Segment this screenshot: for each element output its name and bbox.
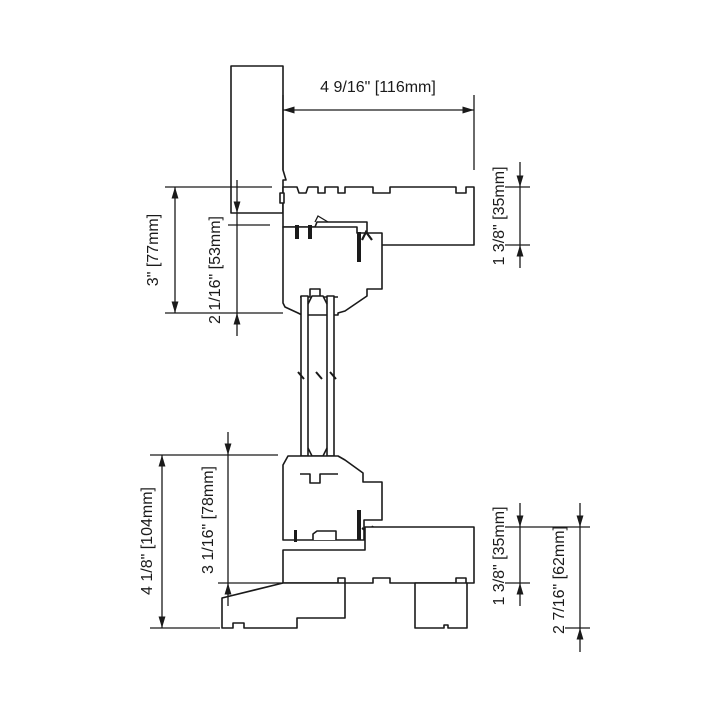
subsill xyxy=(221,582,346,629)
dim-label: 3" [77mm] xyxy=(145,214,162,286)
dim-label: 3 1/16" [78mm] xyxy=(200,466,217,574)
dim-subsill: 2 7/16" [62mm] xyxy=(551,503,590,652)
dim-head-height: 3" [77mm] xyxy=(145,186,283,314)
head-screw xyxy=(295,225,299,239)
sill-screw xyxy=(294,530,297,542)
head-clip xyxy=(279,192,285,204)
dim-label: 1 3/8" [35mm] xyxy=(491,506,508,605)
dim-head-sash: 2 1/16" [53mm] xyxy=(207,180,270,336)
sill-gasket xyxy=(357,510,361,540)
glass-unit xyxy=(297,295,337,457)
dim-label: 2 1/16" [53mm] xyxy=(207,216,224,324)
wall-stub xyxy=(230,65,287,214)
head-screw xyxy=(308,225,312,239)
dim-label: 2 7/16" [62mm] xyxy=(551,526,568,634)
dim-label: 4 1/8" [104mm] xyxy=(139,487,156,595)
sill-drain xyxy=(312,530,337,540)
head-weatherstrip xyxy=(314,215,329,223)
dim-frame-depth: 4 9/16" [116mm] xyxy=(282,79,475,170)
head-gasket xyxy=(357,232,361,262)
dim-label: 1 3/8" [35mm] xyxy=(491,166,508,265)
dim-head-jamb: 1 3/8" [35mm] xyxy=(491,162,530,268)
sill-glazing-stop xyxy=(300,473,338,484)
dim-sill-jamb: 1 3/8" [35mm] xyxy=(491,503,590,606)
dim-sill-total: 4 1/8" [104mm] xyxy=(139,454,278,629)
sill-foot xyxy=(414,582,468,629)
dim-sill-sash: 3 1/16" [78mm] xyxy=(200,432,283,606)
head-gasket-fin xyxy=(361,229,373,241)
dim-label: 4 9/16" [116mm] xyxy=(320,79,436,96)
sill-frame xyxy=(282,526,475,584)
